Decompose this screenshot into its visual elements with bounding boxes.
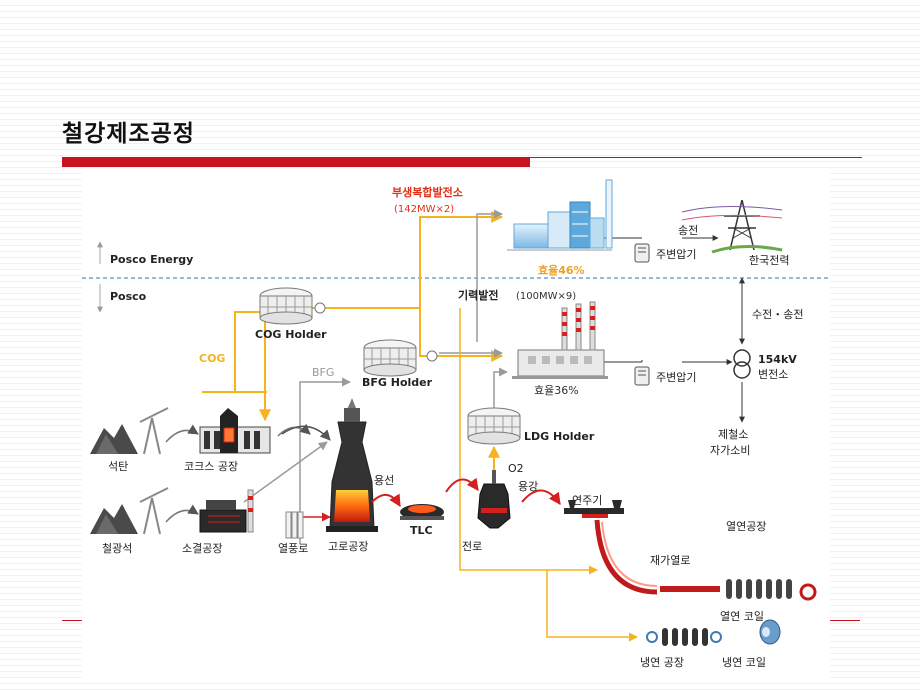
crane-icon — [139, 487, 169, 535]
ldg-line-to-thermal — [493, 367, 508, 408]
coke-feed-arrow — [277, 423, 311, 437]
crane-icon — [139, 407, 169, 455]
continuous-caster — [564, 500, 624, 518]
coil-icon — [759, 619, 781, 645]
rock-pile-icon — [90, 504, 138, 534]
combined-plant-capacity: (142MW×2) — [394, 204, 454, 215]
cog-valve-icon — [314, 302, 326, 314]
combined-plant-title: 부생복합발전소 — [392, 185, 463, 199]
bfg-line-to-holder — [299, 377, 351, 544]
cog-holder-label: COG Holder — [255, 328, 327, 341]
steel-flow-arrow — [521, 489, 561, 505]
gas-line-to-thermal — [419, 308, 504, 362]
title-rule-red — [62, 157, 530, 167]
substation-voltage: 154kV — [758, 353, 797, 366]
thermal-plant-title: 기력발전 — [458, 288, 498, 302]
gas-holder-icon — [363, 339, 417, 377]
blast-furnace — [326, 398, 378, 532]
thermal-power-plant — [512, 301, 608, 379]
hot-stove — [285, 511, 304, 539]
converter — [477, 470, 511, 529]
cog-line-trunk — [234, 311, 260, 392]
substation-icon — [733, 349, 751, 379]
self-use-line1: 제철소 — [718, 428, 748, 441]
kepco-label: 한국전력 — [749, 254, 789, 267]
transformer-icon — [634, 366, 650, 386]
iron-flow-arrow — [371, 493, 401, 508]
chimney-icon — [575, 303, 582, 351]
sinter-to-furnace-line — [243, 441, 328, 503]
hot-strip — [660, 586, 720, 592]
bfg-line-to-combined — [476, 209, 503, 342]
footer-rule-left — [62, 620, 82, 621]
combined-stack — [605, 179, 613, 249]
converter-label: 전로 — [462, 540, 482, 553]
cold-coil-label: 냉연 코일 — [722, 655, 766, 669]
coke-plant-label: 코크스 공장 — [184, 460, 238, 473]
hot-coil-label: 열연 코일 — [720, 609, 764, 623]
coke-to-furnace-arrow — [281, 425, 331, 441]
slab-path — [594, 519, 658, 595]
ore-feed-arrow — [165, 504, 199, 523]
thermal-plant-efficiency: 효율36% — [534, 384, 579, 397]
coil-icon — [799, 583, 817, 601]
footer-rule-right — [830, 620, 860, 621]
coke-plant — [199, 408, 271, 454]
transformer-label-lower: 주변압기 — [656, 371, 696, 384]
combined-cycle-plant — [507, 179, 613, 251]
transformer-label-upper: 주변압기 — [656, 248, 696, 261]
tlc-car — [400, 504, 444, 520]
molten-iron-label: 용선 — [374, 474, 394, 487]
iron-ore-label: 철광석 — [102, 542, 132, 555]
bfg-holder-label: BFG Holder — [362, 376, 433, 389]
gas-holder-icon — [259, 287, 313, 325]
bfg-valve-icon — [426, 350, 438, 362]
gas-line-to-hot-rolling — [459, 308, 598, 575]
cold-rolling-mill — [646, 628, 722, 646]
tlc-label: TLC — [410, 524, 433, 537]
receive-send-label: 수전・송전 — [752, 308, 803, 321]
slide-title: 철강제조공정 — [62, 121, 195, 147]
bfg-gas-label: BFG — [312, 366, 334, 379]
rolling-stands — [726, 579, 792, 599]
thermal-plant-capacity: (100MW×9) — [516, 291, 576, 302]
o2-label: O2 — [508, 462, 524, 475]
tlc-to-converter-arrow — [445, 477, 479, 493]
hot-rolling-label: 열연공장 — [726, 520, 766, 533]
ldg-holder-label: LDG Holder — [524, 430, 595, 443]
process-diagram-svg: Posco Energy Posco 부생복합발전소 (142MW×2) 효율4… — [82, 179, 830, 669]
hot-stove-label: 열풍로 — [278, 542, 308, 555]
molten-steel-label: 용강 — [518, 480, 538, 493]
cold-rolling-label: 냉연 공장 — [640, 656, 684, 669]
transformer-icon — [634, 243, 650, 263]
title-rule-thin — [530, 157, 862, 158]
pylon-icon — [681, 199, 783, 254]
transmission-label: 송전 — [678, 224, 698, 237]
coal-feed-arrow — [165, 424, 199, 443]
combined-plant-efficiency: 효율46% — [538, 263, 585, 277]
sinter-plant-label: 소결공장 — [182, 542, 222, 555]
chimney-icon — [589, 301, 596, 351]
chimney-icon — [561, 307, 568, 351]
gas-line-to-combined — [419, 211, 504, 308]
reheat-label: 재가열로 — [650, 554, 690, 567]
blast-furnace-label: 고로공장 — [328, 540, 368, 553]
process-diagram: Posco Energy Posco 부생복합발전소 (142MW×2) 효율4… — [82, 172, 830, 682]
substation-label: 변전소 — [758, 368, 788, 381]
cog-gas-label: COG — [199, 352, 225, 365]
self-use-line2: 자가소비 — [710, 444, 750, 457]
coal-label: 석탄 — [108, 460, 128, 473]
zone-label-posco: Posco — [110, 290, 147, 303]
gas-line-to-cold-rolling — [546, 570, 638, 642]
sinter-plant — [199, 489, 254, 533]
rock-pile-icon — [90, 424, 138, 454]
gas-holder-icon — [467, 407, 521, 445]
caster-label: 연주기 — [572, 494, 602, 507]
zone-label-posco-energy: Posco Energy — [110, 253, 193, 266]
